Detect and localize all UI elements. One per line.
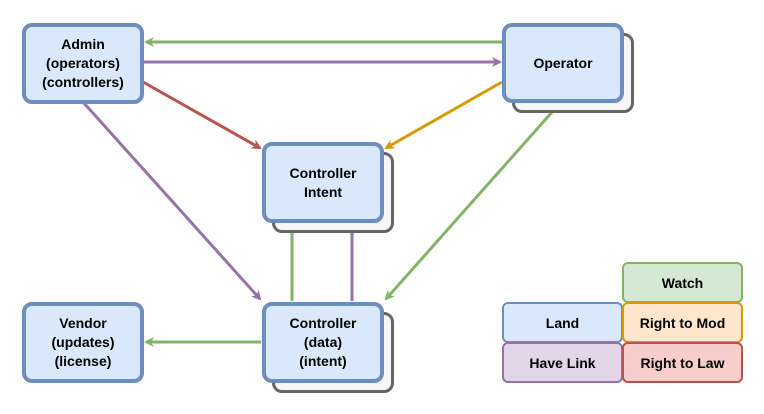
- legend-land-label: Land: [545, 314, 580, 331]
- legend-have-link: Have Link: [502, 342, 623, 383]
- legend-watch-label: Watch: [661, 274, 704, 291]
- legend-right-to-mod: Right to Mod: [622, 302, 743, 343]
- edge-admin-to-controller-data: [81, 100, 262, 301]
- legend-right-to-mod-label: Right to Mod: [639, 314, 726, 331]
- legend-have-link-label: Have Link: [529, 354, 596, 371]
- edge-operator-to-controller-data: [384, 101, 563, 301]
- node-vendor[interactable]: Vendor (updates) (license): [22, 302, 144, 383]
- node-vendor-label: Vendor (updates) (license): [51, 315, 115, 369]
- node-controller-intent-label: Controller Intent: [289, 164, 357, 200]
- legend-right-to-law: Right to Law: [622, 342, 743, 383]
- node-admin[interactable]: Admin (operators) (controllers): [22, 23, 144, 104]
- node-controller-data-label: Controller (data) (intent): [289, 315, 357, 369]
- node-operator[interactable]: Operator: [502, 23, 624, 103]
- edge-operator-to-controller-intent: [384, 80, 503, 150]
- legend-watch: Watch: [622, 262, 743, 303]
- edge-admin-to-controller-intent: [142, 80, 262, 150]
- node-admin-label: Admin (operators) (controllers): [42, 36, 124, 90]
- legend-right-to-law-label: Right to Law: [640, 354, 725, 371]
- node-controller-intent[interactable]: Controller Intent: [262, 142, 384, 223]
- legend-land: Land: [502, 302, 623, 343]
- node-operator-label: Operator: [533, 54, 593, 71]
- node-controller-data[interactable]: Controller (data) (intent): [262, 302, 384, 383]
